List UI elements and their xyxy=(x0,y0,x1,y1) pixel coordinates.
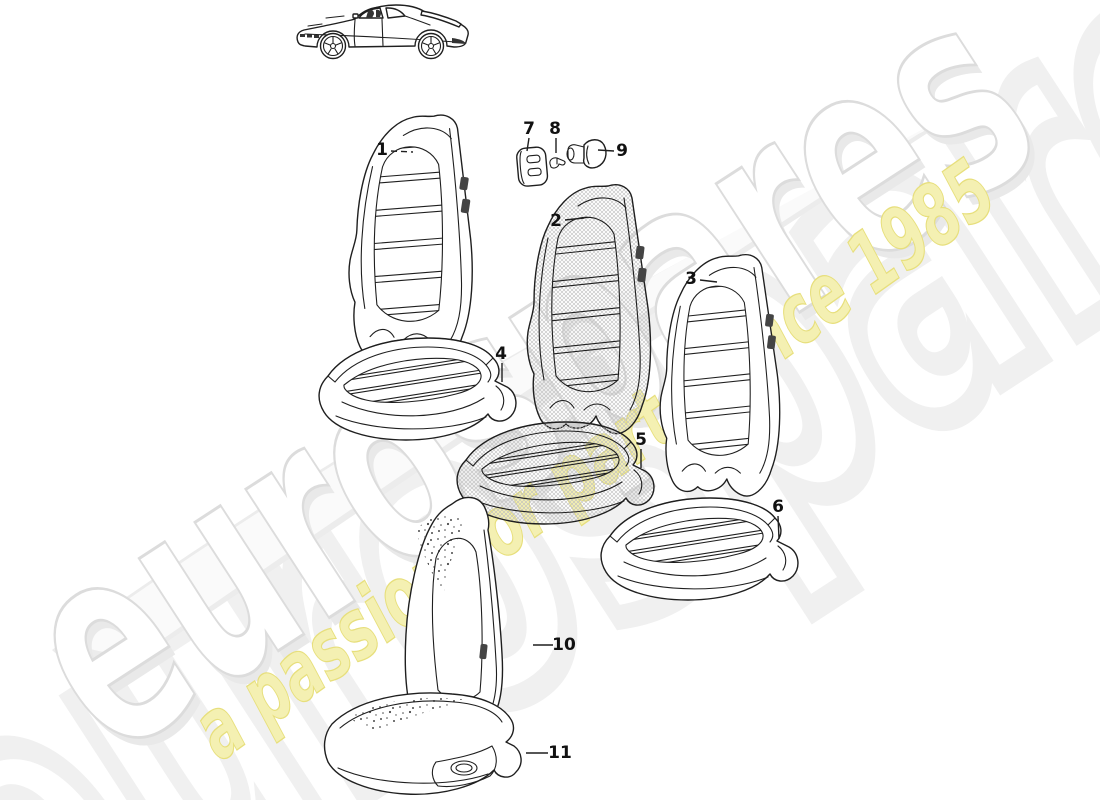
part-callout-9[interactable]: 9 xyxy=(616,141,628,161)
part-leader-line-9 xyxy=(597,149,615,152)
part-leader-line-6 xyxy=(777,515,780,540)
part-callout-4[interactable]: 4 xyxy=(495,344,507,364)
seat-backrest-1 xyxy=(345,112,478,366)
headrest-guide-7 xyxy=(516,146,549,187)
part-leader-line-7 xyxy=(526,137,530,152)
part-callout-11[interactable]: 11 xyxy=(548,743,572,763)
clip-8 xyxy=(549,157,566,169)
part-callout-8[interactable]: 8 xyxy=(549,119,561,139)
rear-wheel xyxy=(417,32,445,60)
part-callout-3[interactable]: 3 xyxy=(685,269,697,289)
part-leader-line-3 xyxy=(699,279,718,283)
part-callout-2[interactable]: 2 xyxy=(550,211,562,231)
part-callout-7[interactable]: 7 xyxy=(523,119,535,139)
part-callout-5[interactable]: 5 xyxy=(635,430,647,450)
part-callout-6[interactable]: 6 xyxy=(772,497,784,517)
part-leader-line-1 xyxy=(390,150,414,153)
part-leader-line-2 xyxy=(564,217,585,221)
part-callout-10[interactable]: 10 xyxy=(552,635,576,655)
knob-9 xyxy=(566,139,607,169)
car-illustration xyxy=(296,4,469,60)
front-wheel xyxy=(319,32,347,60)
seat-cushion-11 xyxy=(323,692,522,795)
part-callout-1[interactable]: 1 xyxy=(376,140,388,160)
